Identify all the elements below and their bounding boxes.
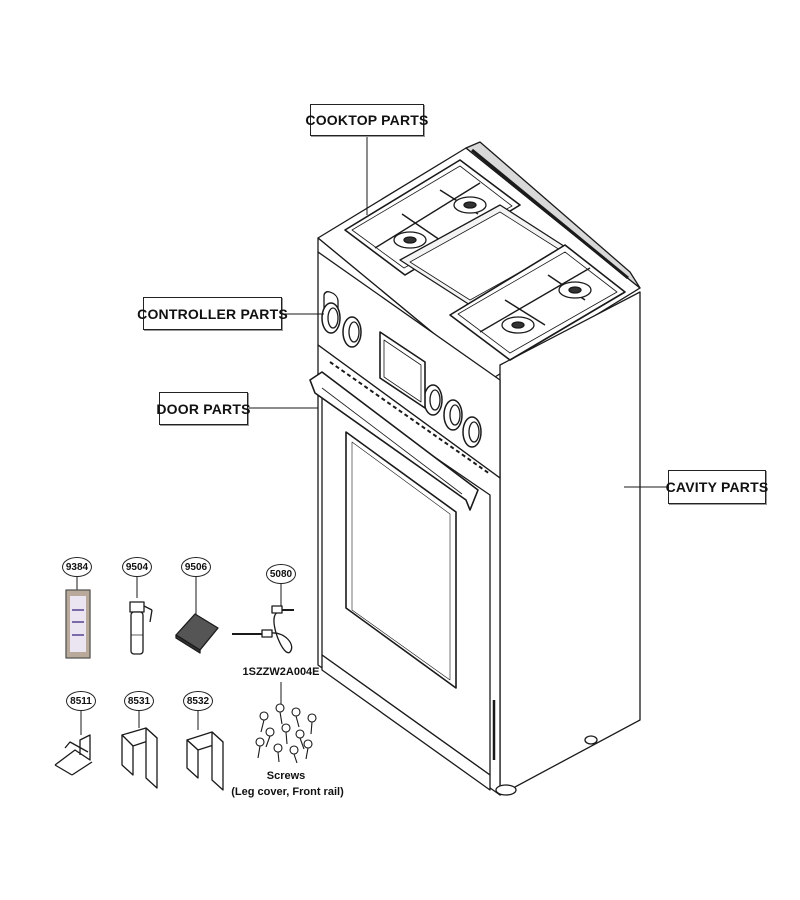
part-number-badge: 8532: [183, 691, 213, 711]
part-number-badge: 9384: [62, 557, 92, 577]
part-number-badge: 9504: [122, 557, 152, 577]
screws-cluster: [255, 703, 317, 764]
part-number-badge: 9506: [181, 557, 211, 577]
part-9504-bottle: [129, 601, 153, 655]
part-8532-cover: [186, 731, 224, 791]
part-number-badge: 5080: [266, 564, 296, 584]
cavity-parts-callout: CAVITY PARTS: [666, 470, 768, 504]
part-9384-bag: [65, 589, 91, 659]
screws-label: Screws: [266, 770, 306, 782]
cooktop-grates: [344, 159, 626, 361]
part-number-badge: 8531: [124, 691, 154, 711]
part-8511-bracket: [54, 734, 93, 776]
leader-lines: [76, 134, 668, 735]
screws-note: (Leg cover, Front rail): [231, 786, 344, 798]
controller-parts-callout: CONTROLLER PARTS: [137, 297, 288, 330]
part-8531-cover: [121, 727, 158, 789]
screw-part-code: 1SZZW2A004E: [242, 666, 320, 678]
part-5080-wire: [232, 605, 294, 654]
part-9506-pad: [175, 613, 219, 654]
range-body: [309, 141, 641, 796]
part-number-badge: 8511: [66, 691, 96, 711]
control-knobs: [321, 291, 482, 448]
door-parts-callout: DOOR PARTS: [156, 392, 250, 425]
cooktop-parts-callout: COOKTOP PARTS: [305, 104, 428, 136]
